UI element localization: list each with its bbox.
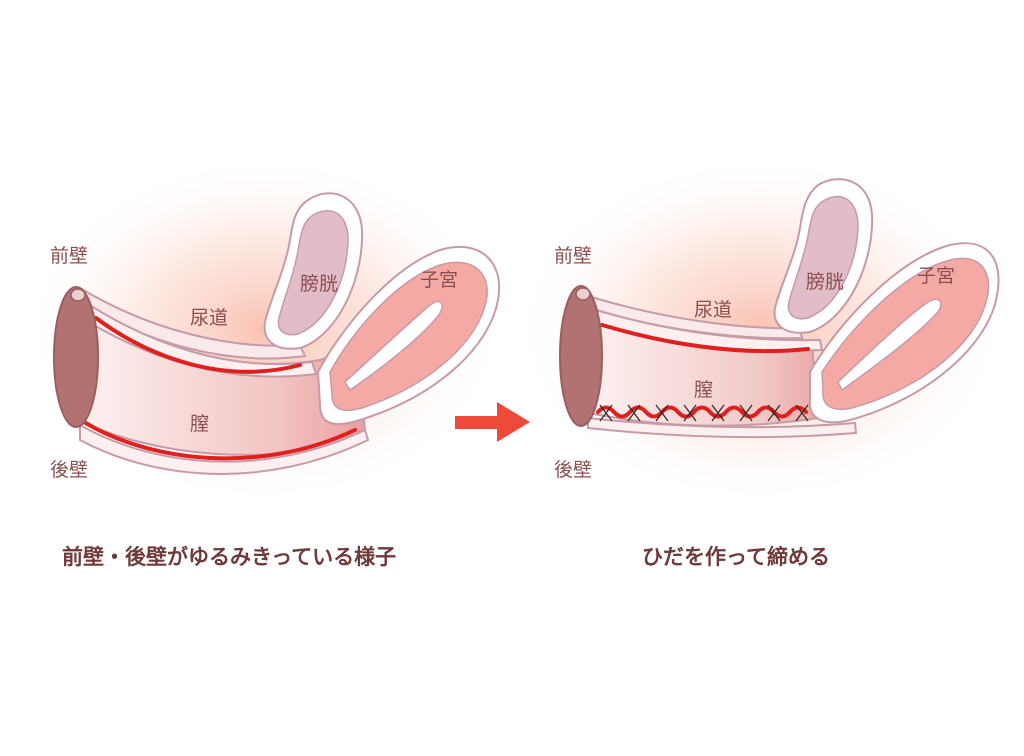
right-sutures — [599, 404, 809, 422]
right-label-vagina: 膣 — [694, 379, 713, 401]
right-label-bladder: 膀胱 — [806, 271, 844, 293]
left-back-wall-line — [82, 420, 357, 461]
left-uterine-cavity — [344, 300, 443, 392]
right-label-back-wall: 後壁 — [554, 459, 592, 481]
left-label-uterus: 子宮 — [420, 269, 458, 291]
right-label-uterus: 子宮 — [917, 265, 955, 287]
left-label-bladder: 膀胱 — [300, 273, 338, 295]
left-front-wall-line — [94, 316, 302, 374]
left-vaginal-opening — [53, 286, 99, 428]
right-bladder-inner — [787, 195, 859, 320]
left-label-front-wall: 前壁 — [50, 245, 88, 267]
left-label-back-wall: 後壁 — [50, 459, 88, 481]
left-bladder-inner — [277, 210, 349, 336]
right-label-front-wall: 前壁 — [554, 245, 592, 267]
left-panel: 前壁 後壁 尿道 膀胱 子宮 膣 前壁・後壁がゆるみきっている様子 — [25, 155, 505, 569]
left-urethral-opening — [70, 288, 86, 302]
right-uterine-cavity — [837, 298, 942, 392]
right-label-urethra: 尿道 — [694, 299, 732, 321]
right-vaginal-opening — [559, 285, 603, 427]
right-panel: 前壁 後壁 尿道 膀胱 子宮 膣 ひだを作って締める — [515, 155, 1005, 569]
right-back-wall-strip — [587, 416, 858, 439]
right-caption: ひだを作って締める — [642, 545, 830, 569]
right-front-wall-line — [600, 323, 810, 354]
right-urethral-opening — [575, 287, 591, 301]
left-label-urethra: 尿道 — [190, 307, 228, 329]
left-back-wall-strip — [79, 423, 370, 475]
left-label-vagina: 膣 — [190, 413, 209, 435]
transition-arrow-icon — [455, 402, 530, 442]
left-caption: 前壁・後壁がゆるみきっている様子 — [62, 545, 396, 569]
